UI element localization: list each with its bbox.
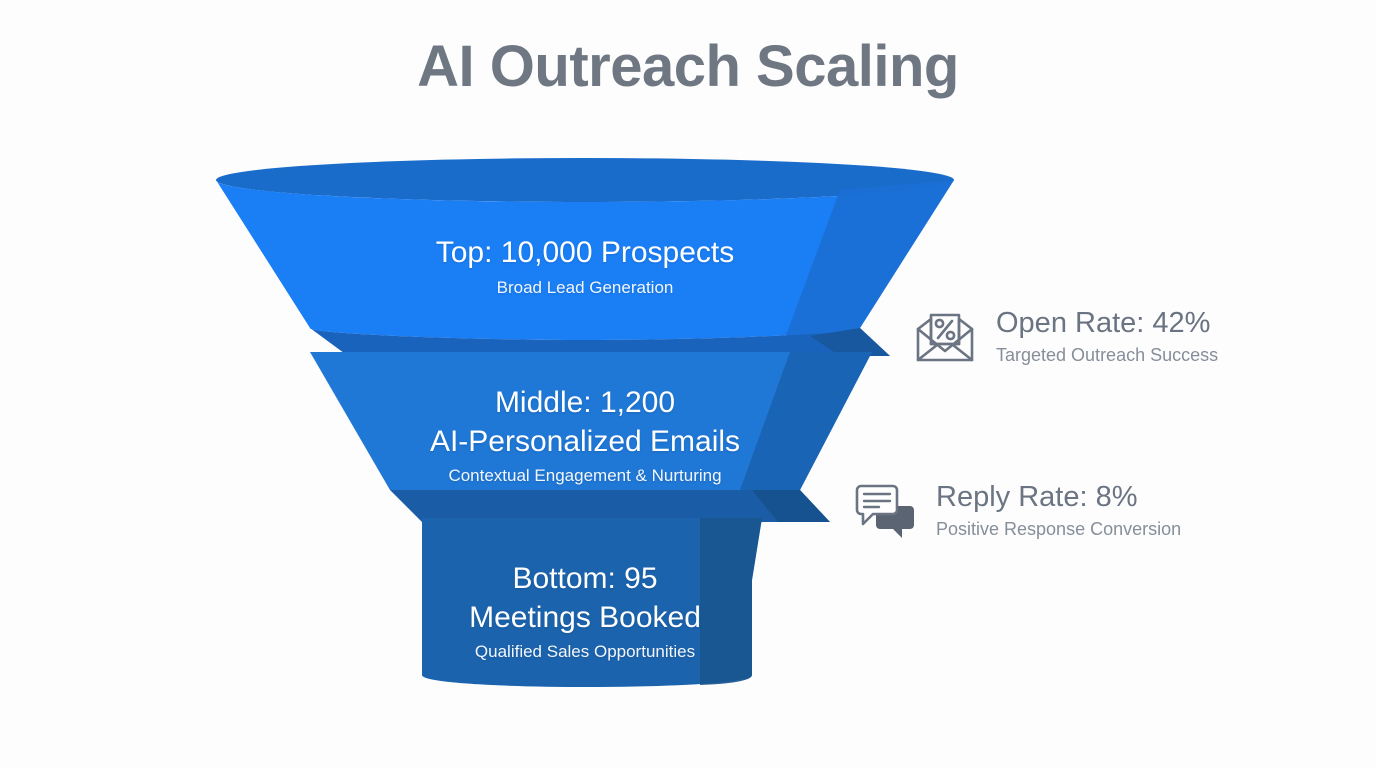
chat-bubble-lines (862, 492, 892, 509)
funnel-top-face (216, 180, 954, 340)
annotation-reply-rate-sub: Positive Response Conversion (936, 518, 1182, 539)
funnel-stage-top (216, 158, 954, 356)
annotation-reply-rate-text: Reply Rate: 8% Positive Response Convers… (936, 481, 1181, 542)
annotation-open-rate: Open Rate: 42% Targeted Outreach Success (912, 306, 1218, 368)
funnel-middle-lip-shade (752, 490, 830, 522)
funnel-middle-shade (740, 352, 872, 490)
page-title: AI Outreach Scaling (417, 34, 959, 99)
funnel-top-shade (785, 180, 954, 338)
annotation-open-rate-sub: Targeted Outreach Success (996, 344, 1219, 365)
funnel-bottom-face (422, 518, 762, 687)
annotation-open-rate-main: Open Rate: 42% (996, 306, 1211, 339)
funnel-bottom-shade (700, 518, 762, 685)
funnel-top-lip-shade (810, 328, 890, 356)
funnel-middle-face (310, 352, 872, 490)
funnel-stage-middle (310, 352, 872, 522)
chat-bubbles-icon (855, 484, 914, 538)
funnel-diagram (216, 158, 954, 687)
envelope-percent-icon (916, 313, 974, 362)
funnel-top-lip (310, 328, 890, 356)
annotation-reply-rate-main: Reply Rate: 8% (936, 480, 1138, 513)
funnel-top-rim (216, 158, 954, 202)
annotation-open-rate-text: Open Rate: 42% Targeted Outreach Success (996, 307, 1218, 368)
funnel-stage-bottom (422, 518, 762, 687)
chat-bubble-front (855, 484, 899, 526)
annotation-reply-rate: Reply Rate: 8% Positive Response Convers… (852, 480, 1181, 542)
funnel-middle-lip (390, 490, 830, 522)
